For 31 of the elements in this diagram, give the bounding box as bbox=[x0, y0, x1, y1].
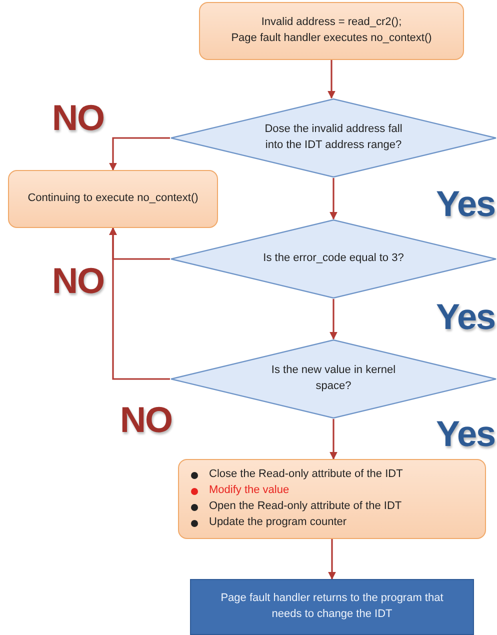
arrow bbox=[328, 60, 336, 99]
process-box bbox=[199, 2, 464, 60]
node-text: Invalid address = read_cr2(); bbox=[261, 15, 402, 30]
node-text: Dose the invalid address fall into the IDT address range? bbox=[264, 122, 404, 153]
node-text: Page fault handler returns to the program that needs to change the IDT bbox=[220, 591, 444, 622]
list-item: Close the Read-only attribute of the IDT bbox=[191, 467, 403, 484]
node-text: Page fault handler executes no_context() bbox=[231, 31, 432, 46]
arrow bbox=[330, 299, 338, 340]
process-box bbox=[8, 170, 218, 228]
arrow bbox=[109, 227, 170, 380]
process-box bbox=[178, 459, 486, 539]
node-text: Continuing to execute no_context() bbox=[28, 191, 198, 206]
branch-label: Yes bbox=[436, 416, 496, 452]
arrow bbox=[330, 419, 338, 460]
node-text: Is the new value in kernel space? bbox=[270, 363, 397, 394]
arrow bbox=[330, 178, 338, 220]
branch-label: Yes bbox=[436, 299, 496, 335]
terminal-box bbox=[190, 579, 474, 635]
node-text: Is the error_code equal to 3? bbox=[263, 251, 404, 266]
list-item: Modify the value bbox=[191, 483, 290, 499]
branch-label: Yes bbox=[436, 186, 496, 222]
arrow bbox=[109, 137, 170, 171]
list-item: Open the Read-only attribute of the IDT bbox=[191, 499, 402, 515]
decision-diamond bbox=[170, 339, 497, 419]
branch-label: NO bbox=[120, 402, 172, 438]
decision-diamond bbox=[170, 98, 497, 178]
branch-label: NO bbox=[52, 100, 104, 136]
decision-diamond bbox=[170, 219, 497, 299]
arrow bbox=[328, 539, 336, 580]
branch-label: NO bbox=[52, 263, 104, 299]
list-item: Update the program counter bbox=[191, 514, 347, 531]
